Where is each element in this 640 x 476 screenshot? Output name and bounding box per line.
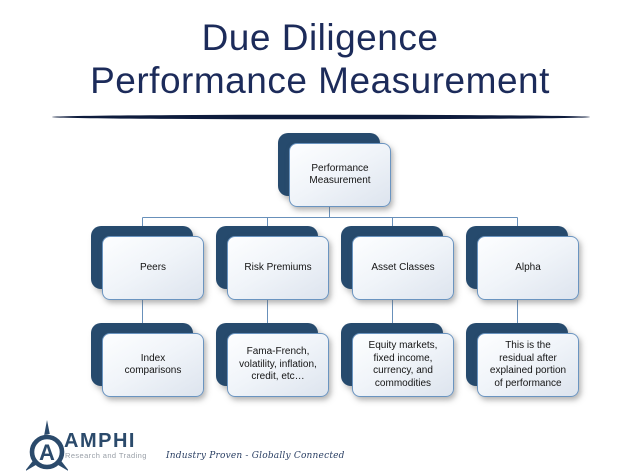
node-residual: This is the residual after explained por…: [466, 323, 579, 398]
node-label-box: Fama-French, volatility, inflation, cred…: [227, 333, 329, 397]
node-index-comparisons: Index comparisons: [91, 323, 204, 398]
node-label-box: Performance Measurement: [289, 143, 391, 207]
node-label-box: Equity markets, fixed income, currency, …: [352, 333, 454, 397]
title-line-2: Performance Measurement: [90, 60, 550, 101]
node-label: Index comparisons: [124, 352, 182, 377]
title-divider: [52, 114, 590, 120]
node-label: Peers: [139, 261, 167, 273]
node-label: Performance Measurement: [309, 162, 371, 187]
node-label-box: This is the residual after explained por…: [477, 333, 579, 397]
node-label-box: Risk Premiums: [227, 236, 329, 300]
amphi-logo-icon: A: [26, 420, 68, 472]
node-label: Fama-French, volatility, inflation, cred…: [239, 346, 317, 383]
logo-letter: A: [39, 440, 55, 465]
brand-subtitle: Research and Trading: [65, 451, 147, 460]
node-label: Equity markets, fixed income, currency, …: [368, 340, 438, 389]
node-label-box: Peers: [102, 236, 204, 300]
node-asset-classes: Asset Classes: [341, 226, 454, 301]
node-fama-french: Fama-French, volatility, inflation, cred…: [216, 323, 329, 398]
node-alpha: Alpha: [466, 226, 579, 301]
node-risk-premiums: Risk Premiums: [216, 226, 329, 301]
title-line-1: Due Diligence: [201, 17, 439, 58]
node-equity-markets: Equity markets, fixed income, currency, …: [341, 323, 454, 398]
node-label: Risk Premiums: [244, 261, 312, 273]
node-label: Alpha: [515, 261, 541, 273]
node-label-box: Alpha: [477, 236, 579, 300]
node-label: Asset Classes: [371, 261, 435, 273]
page-title: Due Diligence Performance Measurement: [0, 16, 640, 102]
brand-tagline: Industry Proven - Globally Connected: [166, 451, 345, 461]
node-performance-measurement: Performance Measurement: [278, 133, 391, 208]
node-label-box: Asset Classes: [352, 236, 454, 300]
node-label: This is the residual after explained por…: [489, 340, 567, 389]
node-label-box: Index comparisons: [102, 333, 204, 397]
node-peers: Peers: [91, 226, 204, 301]
brand-name: AMPHI: [64, 430, 136, 452]
